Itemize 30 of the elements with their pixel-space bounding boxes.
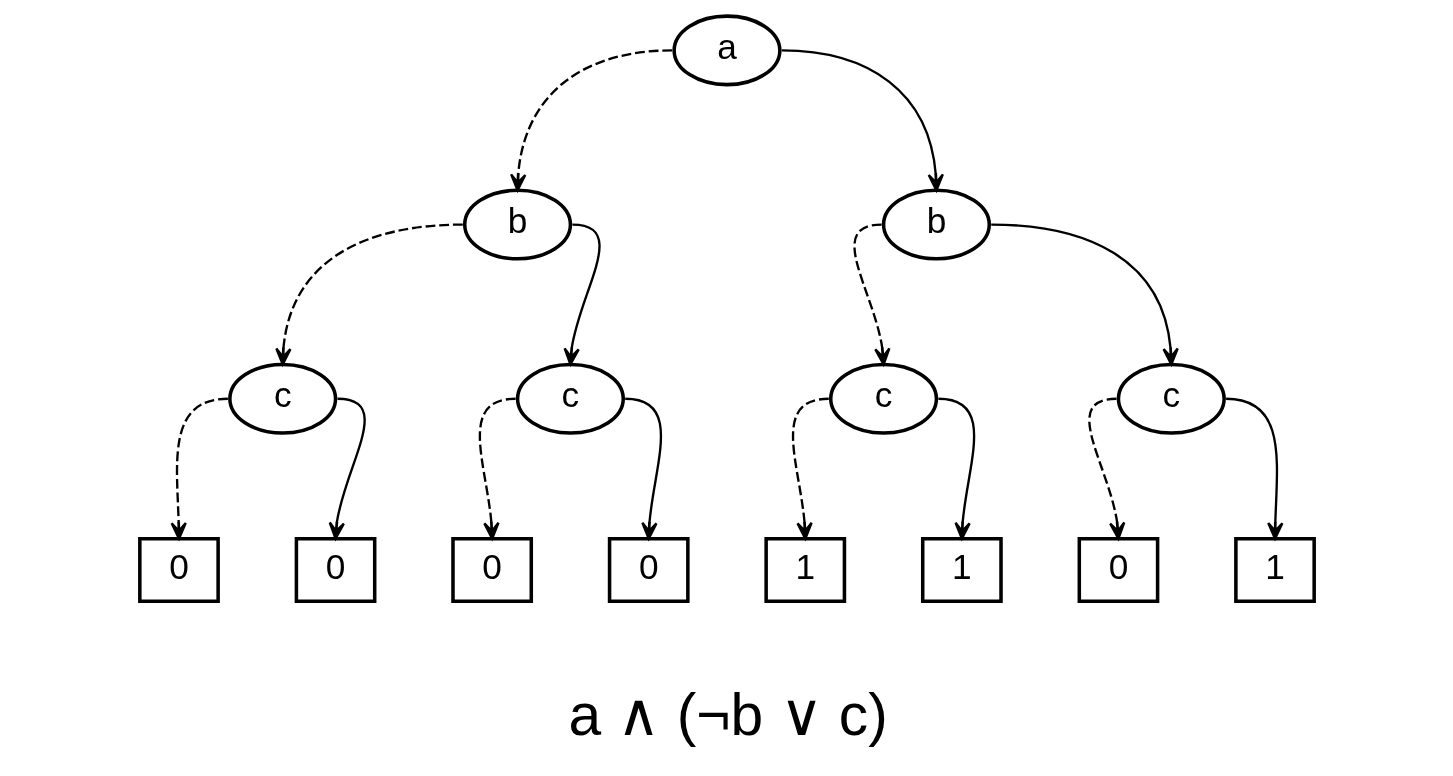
node-ellipse: a xyxy=(671,14,782,87)
arrow xyxy=(509,49,672,192)
arrow xyxy=(562,223,601,366)
arrow xyxy=(990,223,1179,366)
node-ellipse: c xyxy=(1116,362,1226,435)
arrow xyxy=(478,397,516,540)
arrow xyxy=(328,397,366,540)
arrow xyxy=(791,397,829,540)
arrow xyxy=(852,223,891,366)
node-ellipse: b xyxy=(462,188,572,261)
node-box: 0 xyxy=(607,536,690,604)
node-box: 1 xyxy=(1233,536,1316,604)
node-box: 1 xyxy=(763,536,846,604)
node-ellipse: b xyxy=(881,188,991,261)
arrow xyxy=(1225,397,1284,540)
caption: a ∧ (¬b ∨ c) xyxy=(567,682,888,748)
arrow xyxy=(1087,397,1125,540)
arrow xyxy=(937,397,975,540)
node-ellipse: c xyxy=(515,362,625,435)
node-box: 0 xyxy=(1077,536,1159,604)
arrow xyxy=(781,49,944,192)
node-box: 0 xyxy=(294,536,376,604)
arrow xyxy=(624,397,662,540)
node-box: 0 xyxy=(137,536,220,604)
node-ellipse: c xyxy=(828,362,938,435)
arrow xyxy=(169,397,228,540)
node-box: 0 xyxy=(450,536,533,604)
arrow xyxy=(274,223,463,366)
node-ellipse: c xyxy=(227,362,337,435)
node-box: 1 xyxy=(920,536,1003,604)
